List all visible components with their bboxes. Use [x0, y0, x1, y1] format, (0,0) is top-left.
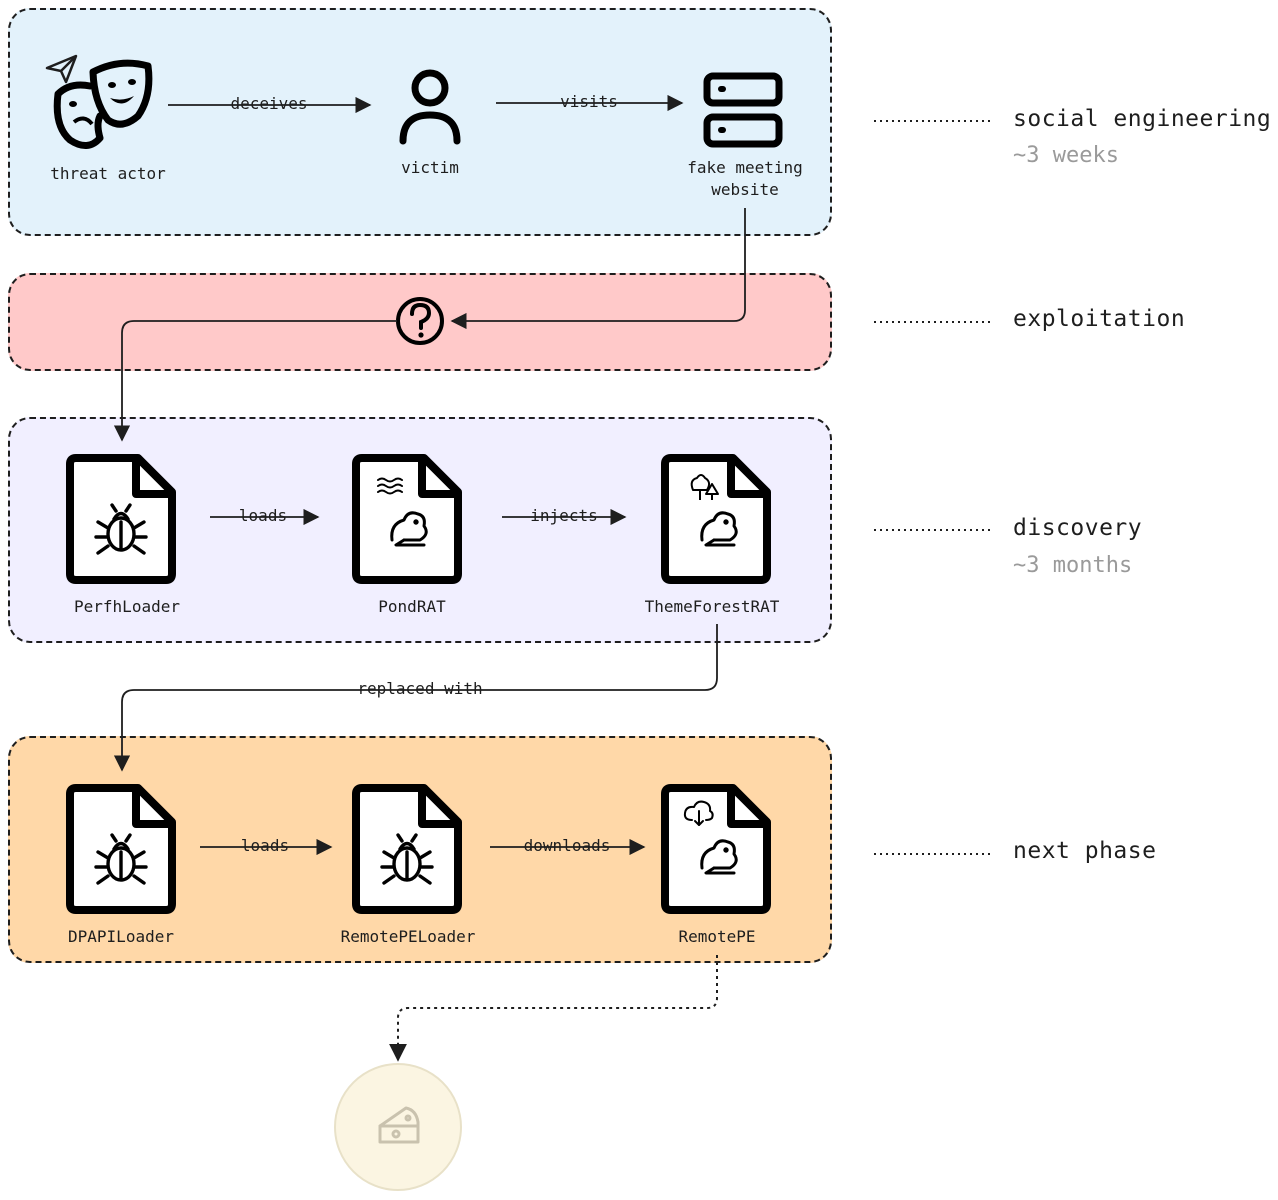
fake-meeting-website-label-line1: fake meeting: [687, 158, 803, 177]
arrow-replaced-with: [113, 624, 718, 772]
remotepe-rat-file-icon: [661, 784, 771, 914]
server-icon: [703, 72, 783, 148]
phase-title-exploitation: exploitation: [1013, 306, 1186, 332]
arrow-remotepe-to-final: [389, 955, 718, 1062]
phase-duration-social-engineering: ~3 weeks: [1013, 143, 1119, 168]
pondrat-label: PondRAT: [378, 597, 446, 616]
phase-duration-discovery: ~3 months: [1013, 553, 1133, 578]
water-waves-icon: [377, 477, 403, 495]
themeforestrat-label: ThemeForestRAT: [644, 597, 780, 616]
dpapiloader-bug-file-icon: [66, 784, 176, 914]
perfhloader-label: PerfhLoader: [74, 597, 180, 616]
edge-label-injects: injects: [530, 506, 598, 525]
phase-title-next-phase: next phase: [1013, 838, 1157, 864]
themeforestrat-rat-file-icon: [661, 454, 771, 584]
remotepeloader-label: RemotePELoader: [340, 927, 476, 946]
edge-label-loads-2: loads: [240, 836, 290, 855]
arrow-website-to-exploit: [450, 208, 746, 330]
perfhloader-bug-file-icon: [66, 454, 176, 584]
rat-icon: [700, 839, 738, 875]
trees-icon: [690, 474, 719, 500]
remotepeloader-bug-file-icon: [352, 784, 462, 914]
arrow-exploit-to-perfhloader: [113, 320, 397, 442]
threat-actor-label: threat actor: [50, 164, 166, 183]
edge-label-loads-1: loads: [238, 506, 288, 525]
phase-title-discovery: discovery: [1013, 515, 1143, 541]
user-icon: [399, 69, 461, 145]
cloud-download-icon: [683, 800, 714, 826]
theater-masks-icon: [53, 59, 153, 149]
fake-meeting-website-label-line2: website: [711, 180, 779, 199]
edge-label-deceives: deceives: [230, 94, 308, 113]
remotepe-label: RemotePE: [678, 927, 756, 946]
question-mark-circle-icon: [396, 297, 444, 345]
paper-plane-icon: [45, 54, 78, 84]
victim-label: victim: [401, 158, 459, 177]
edge-label-replaced-with: replaced with: [357, 679, 483, 698]
phase-box-social-engineering: [8, 8, 832, 236]
edge-label-visits: visits: [560, 92, 618, 111]
phase-title-social-engineering: social engineering: [1013, 106, 1272, 132]
dpapiloader-label: DPAPILoader: [68, 927, 174, 946]
rat-icon: [700, 511, 738, 547]
pondrat-rat-file-icon: [352, 454, 462, 584]
cheese-icon: [378, 1106, 420, 1144]
edge-label-downloads: downloads: [523, 836, 611, 855]
rat-icon: [390, 511, 428, 547]
